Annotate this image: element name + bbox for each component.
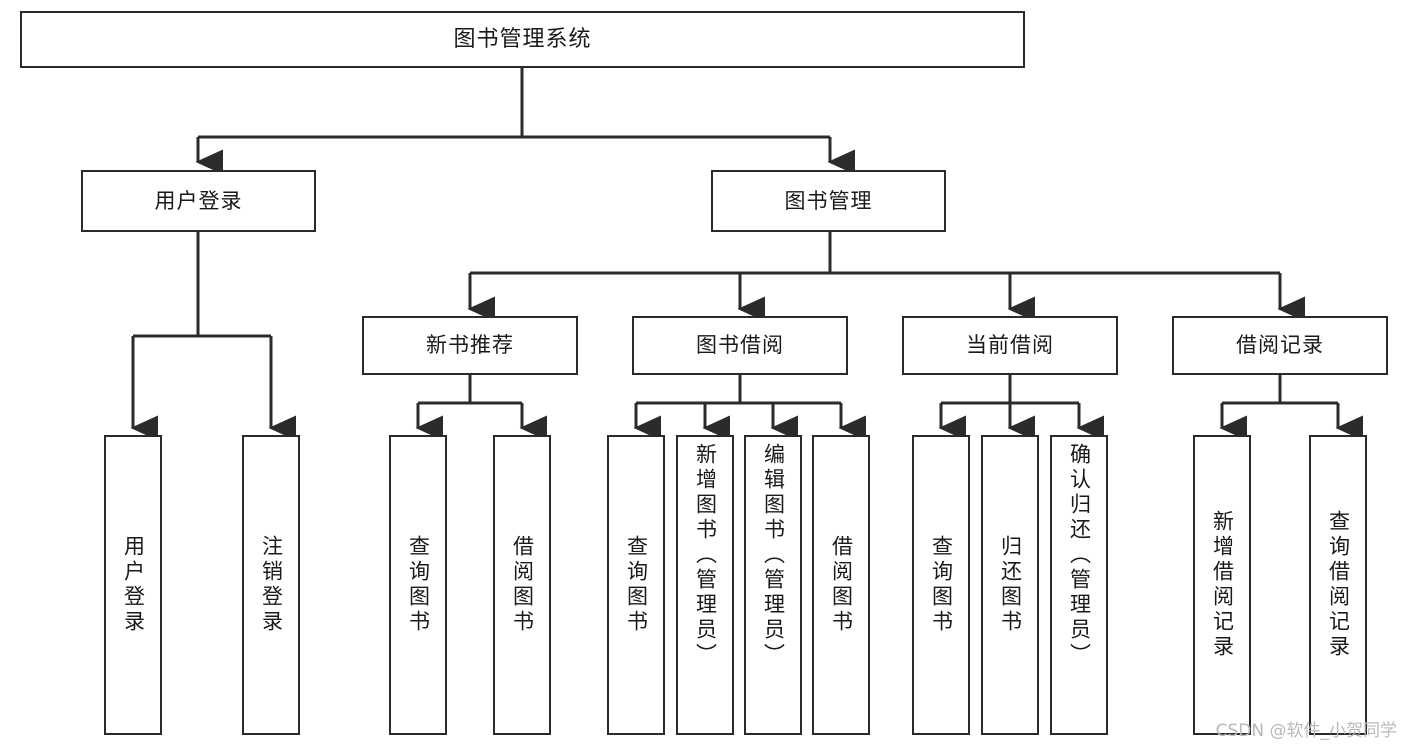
node-new-book-recommend[interactable]: 新书推荐 [362, 316, 578, 375]
node-book-manage-label: 图书管理 [784, 188, 873, 213]
node-leaf-add-record-label: 新增借阅记录 [1210, 510, 1235, 660]
node-leaf-query-record[interactable]: 查询借阅记录 [1309, 435, 1367, 735]
node-borrow-record-label: 借阅记录 [1236, 333, 1324, 358]
node-book-manage[interactable]: 图书管理 [711, 170, 946, 232]
node-leaf-query-book-1[interactable]: 查询图书 [389, 435, 447, 735]
node-leaf-edit-book-label: 编辑图书（管理员） [761, 443, 786, 668]
node-user-login-label: 用户登录 [154, 188, 243, 213]
node-leaf-query-book-2-label: 查询图书 [624, 535, 649, 635]
node-leaf-borrow-book-2-label: 借阅图书 [829, 535, 854, 635]
node-leaf-add-record[interactable]: 新增借阅记录 [1193, 435, 1251, 735]
node-leaf-query-book-3-label: 查询图书 [929, 535, 954, 635]
node-book-borrow-label: 图书借阅 [696, 333, 784, 358]
node-current-borrow[interactable]: 当前借阅 [902, 316, 1118, 375]
node-book-borrow[interactable]: 图书借阅 [632, 316, 848, 375]
node-leaf-add-book[interactable]: 新增图书（管理员） [676, 435, 734, 735]
node-leaf-return-book[interactable]: 归还图书 [981, 435, 1039, 735]
node-leaf-borrow-book-1-label: 借阅图书 [510, 535, 535, 635]
node-leaf-user-login-label: 用户登录 [121, 535, 146, 635]
node-root[interactable]: 图书管理系统 [20, 11, 1025, 68]
node-leaf-query-book-2[interactable]: 查询图书 [607, 435, 665, 735]
node-leaf-query-record-label: 查询借阅记录 [1326, 510, 1351, 660]
node-leaf-confirm-return-label: 确认归还（管理员） [1067, 443, 1092, 668]
node-leaf-edit-book[interactable]: 编辑图书（管理员） [744, 435, 802, 735]
node-user-login[interactable]: 用户登录 [81, 170, 316, 232]
node-leaf-add-book-label: 新增图书（管理员） [693, 443, 718, 668]
node-borrow-record[interactable]: 借阅记录 [1172, 316, 1388, 375]
node-leaf-return-book-label: 归还图书 [998, 535, 1023, 635]
node-new-book-recommend-label: 新书推荐 [426, 333, 514, 358]
node-leaf-query-book-3[interactable]: 查询图书 [912, 435, 970, 735]
node-root-label: 图书管理系统 [453, 26, 592, 52]
node-leaf-user-login[interactable]: 用户登录 [104, 435, 162, 735]
node-leaf-query-book-1-label: 查询图书 [406, 535, 431, 635]
node-leaf-borrow-book-1[interactable]: 借阅图书 [493, 435, 551, 735]
node-leaf-borrow-book-2[interactable]: 借阅图书 [812, 435, 870, 735]
node-current-borrow-label: 当前借阅 [966, 333, 1054, 358]
node-leaf-confirm-return[interactable]: 确认归还（管理员） [1050, 435, 1108, 735]
node-leaf-logout[interactable]: 注销登录 [242, 435, 300, 735]
node-leaf-logout-label: 注销登录 [259, 535, 284, 635]
